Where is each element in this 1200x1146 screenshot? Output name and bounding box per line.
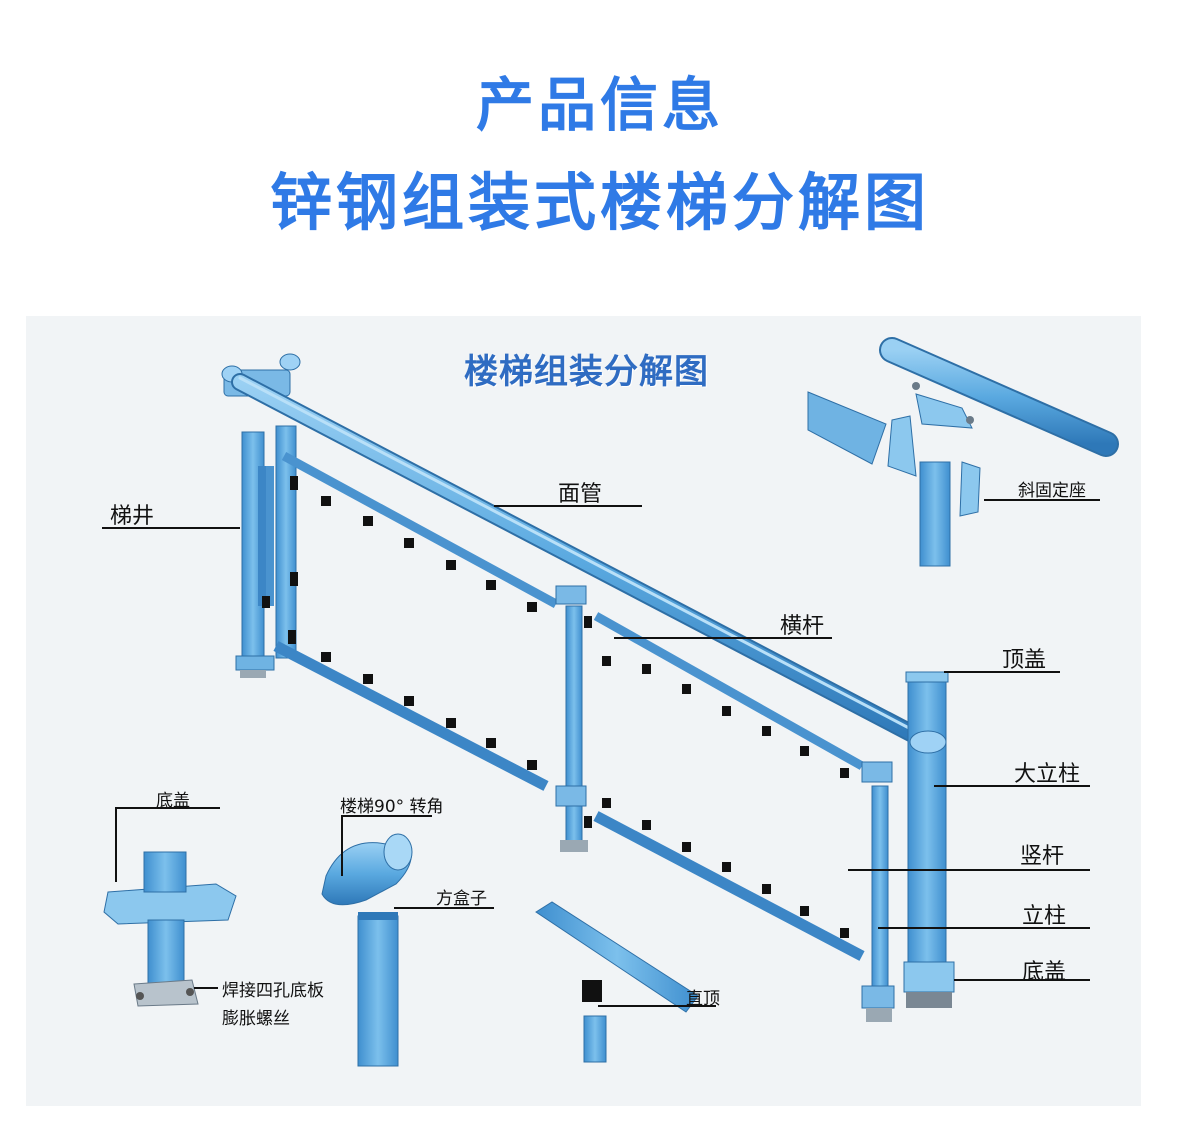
bottom-cover-inset: [103, 851, 237, 1007]
label-straight-top: 直顶: [686, 989, 720, 1009]
label-expansion-bolt: 膨胀螺丝: [222, 1009, 290, 1029]
label-handrail: 面管: [558, 482, 603, 507]
label-base-plate: 焊接四孔底板: [222, 981, 324, 1001]
stair-diagram: [102, 337, 1119, 1067]
leader-lines: [102, 499, 1100, 1007]
label-large-post: 大立柱: [1014, 762, 1081, 787]
angle-bracket-inset: [807, 337, 1119, 567]
straight-top-inset: [535, 901, 699, 1063]
left-panel: [273, 452, 559, 791]
right-panel: [593, 612, 865, 961]
small-post: [861, 761, 895, 1022]
corner-inset: [321, 833, 413, 1067]
large-post: [903, 671, 955, 1008]
left-post: [235, 425, 298, 678]
label-post: 立柱: [1022, 904, 1067, 929]
label-top-cap: 顶盖: [1002, 648, 1047, 673]
page-title: 产品信息: [475, 71, 724, 139]
diagram-title: 楼梯组装分解图: [464, 352, 709, 392]
right-panel-balusters: [600, 656, 850, 938]
label-corner: 楼梯90° 转角: [340, 797, 444, 817]
label-crossbar: 横杆: [780, 614, 825, 639]
label-bottom-cover-right: 底盖: [1022, 960, 1067, 985]
middle-post: [555, 585, 592, 852]
label-stairwell: 梯井: [110, 504, 155, 529]
label-bottom-cover-left: 底盖: [156, 791, 190, 811]
left-panel-balusters: [320, 496, 538, 770]
page-subtitle: 锌钢组装式楼梯分解图: [269, 166, 930, 239]
label-angle-bracket: 斜固定座: [1018, 481, 1086, 501]
label-square-box: 方盒子: [436, 889, 487, 909]
label-baluster: 竖杆: [1020, 844, 1065, 869]
diagram-panel: 楼梯组装分解图 梯井 面管 斜固定座 横杆 顶盖 大立柱 竖杆 立柱 底盖 底盖…: [26, 316, 1141, 1106]
handrail-tube: [231, 373, 937, 751]
